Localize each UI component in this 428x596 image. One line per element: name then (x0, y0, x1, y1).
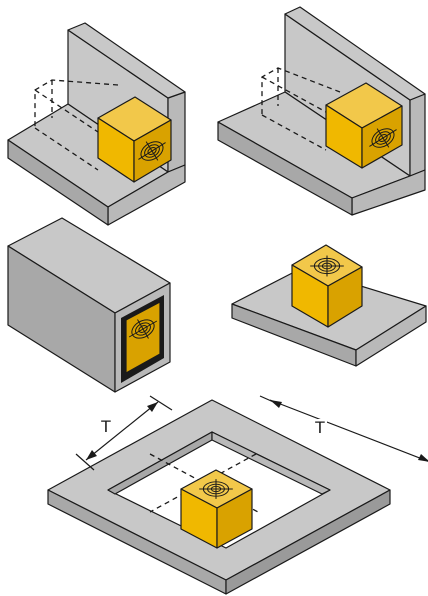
tube-mount-figure (7, 217, 171, 393)
dimension-t-left: T (75, 395, 173, 471)
dimension-label-t-left: T (101, 417, 111, 436)
sensor-cube-left (97, 96, 172, 183)
metal-frame (47, 399, 391, 595)
bracket-flush-figure (7, 22, 186, 226)
sensor-cube-right (325, 82, 403, 169)
sensor-cube-plate (291, 244, 363, 328)
dimension-t-right: T (259, 395, 428, 462)
dimension-label-t-right: T (315, 418, 325, 437)
sensor-face-plate (121, 295, 164, 383)
dashed-clearance-outline-left (34, 79, 119, 171)
flat-plate-figure (231, 244, 427, 367)
bracket-inset-figure (217, 6, 426, 216)
dashed-clearance-outline-right (261, 67, 341, 151)
sensor-cube-frame (180, 469, 253, 549)
frame-clearance-figure: T T (47, 395, 428, 595)
